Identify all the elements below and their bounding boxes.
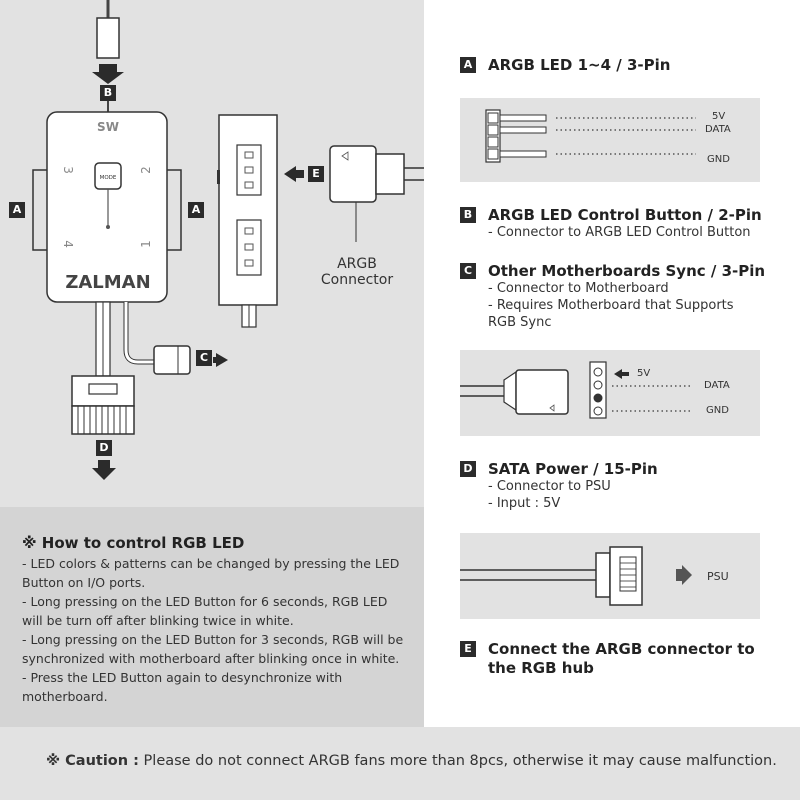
port-number-3: 3 xyxy=(61,166,75,174)
howto-line: motherboard. xyxy=(22,689,108,704)
sync-connector-icon xyxy=(460,361,692,419)
section-c-pin-diagram: 5V DATA GND xyxy=(460,350,760,436)
section-b-title: ARGB LED Control Button / 2-Pin xyxy=(488,206,762,224)
caution-bar xyxy=(0,727,800,800)
port-number-4: 4 xyxy=(61,240,75,248)
caution-text: ※ Caution : Please do not connect ARGB f… xyxy=(46,753,777,769)
section-c-line: - Connector to Motherboard xyxy=(488,281,669,296)
b-plug xyxy=(96,17,120,59)
pin-label-5v: 5V xyxy=(637,368,651,379)
hub-brand-logo: ZALMAN xyxy=(65,272,150,293)
section-c-line: RGB Sync xyxy=(488,315,552,330)
howto-line: - Long pressing on the LED Button for 3 … xyxy=(22,632,404,647)
howto-line: - LED colors & patterns can be changed b… xyxy=(22,556,400,571)
e-arrow-icon xyxy=(284,166,304,182)
howto-line: Button on I/O ports. xyxy=(22,575,146,590)
argb-extension-housing xyxy=(218,114,278,306)
argb-connector-label-line2: Connector xyxy=(321,272,393,288)
howto-title: ※ How to control RGB LED xyxy=(22,534,245,552)
howto-line: - Press the LED Button again to desynchr… xyxy=(22,670,343,685)
a-left-bracket xyxy=(32,169,47,251)
section-d-line: - Input : 5V xyxy=(488,496,561,511)
c-arrow-icon xyxy=(216,353,228,367)
hub-diagram: SW MODE 3 2 4 1 ZALMAN xyxy=(32,0,424,480)
badge-a-left-diagram: A xyxy=(9,202,25,218)
badge-d-diagram: D xyxy=(96,440,112,456)
pin-label-5v: 5V xyxy=(712,111,726,122)
psu-label: PSU xyxy=(707,570,729,583)
argb-connector xyxy=(329,145,377,203)
sata-connector xyxy=(71,375,135,407)
badge-a: A xyxy=(460,57,476,73)
howto-line: will be turn off after blinking twice in… xyxy=(22,613,294,628)
howto-panel xyxy=(0,507,424,727)
hub-sw-label: SW xyxy=(97,120,119,134)
pin-label-gnd: GND xyxy=(706,405,729,416)
c-plug xyxy=(153,345,191,375)
section-d-title: SATA Power / 15-Pin xyxy=(488,460,658,478)
section-c-title: Other Motherboards Sync / 3-Pin xyxy=(488,262,766,280)
badge-c-diagram: C xyxy=(196,350,212,366)
section-d-line: - Connector to PSU xyxy=(488,479,611,494)
argb-connector-label-line1: ARGB xyxy=(337,256,377,272)
section-e-title-line1: Connect the ARGB connector to xyxy=(488,640,755,658)
howto-line: - Long pressing on the LED Button for 6 … xyxy=(22,594,388,609)
section-a-title: ARGB LED 1~4 / 3-Pin xyxy=(488,56,671,74)
badge-e-diagram: E xyxy=(308,166,324,182)
badge-d: D xyxy=(460,461,476,477)
sata-power-connector-icon xyxy=(460,546,692,606)
a-right-bracket xyxy=(167,169,182,251)
section-d-psu-diagram: PSU xyxy=(460,533,760,619)
section-e-title-line2: the RGB hub xyxy=(488,659,594,677)
badge-c: C xyxy=(460,263,476,279)
b-arrow-icon xyxy=(92,64,124,84)
mode-label: MODE xyxy=(100,175,117,181)
section-a-pin-diagram: 5V DATA GND xyxy=(460,98,760,182)
pin-label-data: DATA xyxy=(704,380,730,391)
caution-label: ※ Caution : xyxy=(46,753,139,769)
argb-3pin-header-icon xyxy=(485,109,696,163)
section-c-line: - Requires Motherboard that Supports xyxy=(488,298,734,313)
d-arrow-icon xyxy=(92,460,116,480)
pin-label-data: DATA xyxy=(705,124,731,135)
port-number-1: 1 xyxy=(139,240,153,248)
badge-b-diagram: B xyxy=(100,85,116,101)
section-b-line: - Connector to ARGB LED Control Button xyxy=(488,225,751,240)
port-number-2: 2 xyxy=(139,166,153,174)
badge-b: B xyxy=(460,207,476,223)
badge-a-right-diagram: A xyxy=(188,202,204,218)
badge-e: E xyxy=(460,641,476,657)
howto-line: synchronized with motherboard after blin… xyxy=(22,651,400,666)
caution-message: Please do not connect ARGB fans more tha… xyxy=(138,753,777,769)
pin-label-gnd: GND xyxy=(707,154,730,165)
